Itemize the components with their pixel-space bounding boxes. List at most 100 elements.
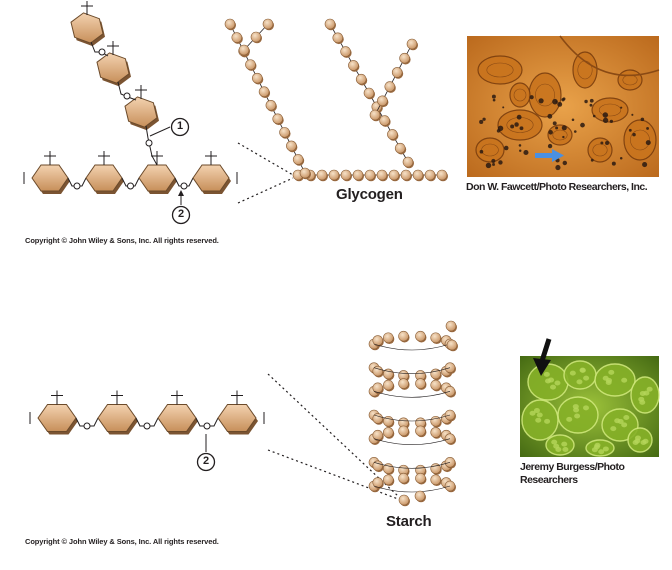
glucose-bead bbox=[424, 169, 436, 181]
glucose-bead bbox=[406, 38, 418, 50]
starch-helix-diagram bbox=[368, 320, 458, 507]
glucose-ring bbox=[96, 41, 131, 87]
zoom-guide-lines bbox=[237, 142, 294, 204]
glucose-bead bbox=[372, 365, 384, 377]
glucose-bead bbox=[398, 425, 409, 437]
glucose-bead bbox=[430, 368, 441, 380]
callout-1-icon bbox=[149, 117, 190, 137]
glucose-bead bbox=[292, 154, 304, 165]
starch-micrograph bbox=[520, 338, 660, 457]
starch-monomer-chain bbox=[29, 390, 265, 435]
glucose-bead bbox=[383, 379, 394, 391]
glycogen-photo-credit: Don W. Fawcett/Photo Researchers, Inc. bbox=[466, 181, 648, 193]
glucose-ring bbox=[157, 390, 198, 435]
glucose-bead bbox=[414, 490, 426, 502]
glucose-bead bbox=[379, 115, 390, 126]
glucose-ring bbox=[70, 1, 105, 47]
glycosidic-oxygen bbox=[143, 422, 151, 430]
glucose-bead bbox=[430, 379, 441, 391]
callout-2-number: 2 bbox=[177, 208, 185, 220]
glucose-bead bbox=[399, 52, 410, 64]
glucose-bead bbox=[446, 339, 458, 351]
glucose-bead bbox=[436, 169, 448, 181]
callout-1-number: 1 bbox=[176, 120, 184, 132]
glucose-bead bbox=[272, 113, 284, 125]
glucose-bead bbox=[372, 413, 384, 424]
glucose-ring bbox=[138, 151, 177, 194]
glycogen-monomer-chain bbox=[23, 1, 238, 194]
glucose-bead bbox=[348, 60, 359, 71]
glucose-ring bbox=[37, 390, 78, 435]
glucose-bead bbox=[369, 109, 381, 121]
glucose-bead bbox=[400, 169, 412, 181]
glucose-bead bbox=[251, 72, 263, 84]
glucose-bead bbox=[383, 463, 394, 474]
glucose-bead bbox=[387, 129, 398, 140]
glucose-bead bbox=[364, 169, 376, 181]
glucose-bead bbox=[372, 429, 384, 441]
glucose-bead bbox=[231, 32, 243, 43]
glucose-bead bbox=[398, 494, 410, 506]
glucose-bead bbox=[286, 140, 297, 152]
callout-2-icon bbox=[171, 190, 191, 225]
glucose-bead bbox=[383, 332, 394, 344]
glucose-bead bbox=[316, 169, 328, 181]
glucose-bead bbox=[265, 99, 277, 111]
glucose-bead bbox=[430, 415, 441, 427]
glucose-bead bbox=[352, 169, 364, 181]
glucose-bead bbox=[372, 460, 384, 472]
glucose-bead bbox=[299, 167, 311, 179]
glucose-bead bbox=[383, 474, 394, 486]
glycosidic-oxygen bbox=[180, 182, 188, 190]
starch-photo-credit-line2: Researchers bbox=[520, 474, 578, 486]
glucose-bead bbox=[402, 156, 414, 168]
glucose-bead bbox=[377, 95, 388, 107]
glucose-bead bbox=[332, 32, 344, 44]
glucose-bead bbox=[412, 169, 424, 181]
glucose-bead bbox=[372, 477, 384, 488]
copyright-notice: Copyright © John Wiley & Sons, Inc. All … bbox=[25, 236, 219, 245]
glucose-bead bbox=[340, 169, 352, 181]
glucose-bead bbox=[415, 425, 426, 437]
glycogen-micrograph bbox=[467, 35, 660, 177]
glucose-bead bbox=[340, 46, 351, 57]
glucose-ring bbox=[217, 390, 258, 435]
glucose-bead bbox=[430, 332, 441, 344]
glucose-bead bbox=[238, 44, 250, 56]
pointer-arrow-black-icon bbox=[533, 338, 552, 376]
glucose-ring bbox=[31, 151, 70, 194]
glycogen-label: Glycogen bbox=[336, 186, 403, 203]
glucose-bead bbox=[384, 81, 396, 92]
glucose-bead bbox=[262, 18, 274, 30]
glucose-bead bbox=[324, 18, 336, 30]
glucose-bead bbox=[250, 31, 262, 43]
glucose-bead bbox=[328, 169, 340, 181]
glucose-bead bbox=[398, 472, 409, 484]
glucose-bead bbox=[383, 415, 394, 427]
glycosidic-oxygen bbox=[203, 422, 211, 430]
copyright-notice: Copyright © John Wiley & Sons, Inc. All … bbox=[25, 537, 219, 546]
glucose-bead bbox=[430, 474, 441, 486]
glucose-bead bbox=[355, 73, 367, 85]
callout-2-number: 2 bbox=[202, 455, 210, 467]
starch-label: Starch bbox=[386, 513, 432, 530]
glycosidic-oxygen bbox=[73, 182, 81, 190]
pointer-arrow-blue-icon bbox=[535, 149, 564, 162]
glucose-bead bbox=[383, 427, 394, 438]
glucose-bead bbox=[415, 378, 426, 389]
glucose-bead bbox=[430, 427, 441, 438]
glucose-bead bbox=[398, 378, 409, 389]
glucose-ring bbox=[192, 151, 231, 194]
callout-2-icon bbox=[196, 434, 216, 472]
glycosidic-oxygen bbox=[83, 422, 91, 430]
starch-photo-credit-line1: Jeremy Burgess/Photo bbox=[520, 461, 625, 473]
glucose-bead bbox=[258, 86, 270, 98]
glucose-bead bbox=[391, 67, 403, 78]
glucose-bead bbox=[445, 320, 457, 332]
glucose-bead bbox=[383, 368, 394, 380]
glycogen-branch-diagram bbox=[224, 18, 448, 182]
glucose-bead bbox=[372, 335, 384, 346]
glucose-bead bbox=[430, 463, 441, 474]
glucose-bead bbox=[415, 330, 426, 342]
glucose-bead bbox=[245, 59, 256, 70]
